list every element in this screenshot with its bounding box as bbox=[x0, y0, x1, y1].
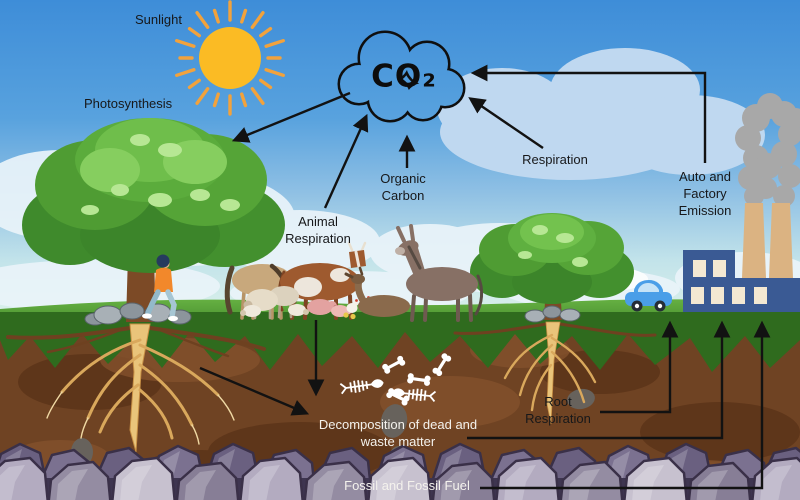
arrow-animal-respiration bbox=[323, 113, 369, 209]
rock-layer bbox=[0, 442, 800, 500]
goat-icon bbox=[344, 266, 410, 317]
sun-icon bbox=[175, 0, 285, 116]
left-tree bbox=[22, 118, 285, 326]
arrow-roots-decomposition bbox=[199, 366, 310, 416]
sheep-icon bbox=[240, 286, 309, 320]
tree-base-rocks bbox=[524, 305, 581, 323]
grass-underside bbox=[0, 312, 800, 372]
car-icon bbox=[625, 280, 672, 312]
smokestack-icon bbox=[742, 203, 793, 278]
arrow-auto-emission bbox=[470, 64, 707, 163]
arrows bbox=[199, 64, 771, 490]
right-tree bbox=[470, 213, 634, 323]
right-tree-roots bbox=[453, 321, 657, 425]
arrow-root-respiration bbox=[600, 320, 679, 414]
arrow-respiration bbox=[468, 97, 544, 149]
donkey-icon bbox=[395, 224, 484, 322]
farm-animals bbox=[224, 224, 484, 322]
arrow-photosynthesis bbox=[231, 91, 351, 143]
left-tree-roots bbox=[6, 323, 266, 453]
person-figure bbox=[142, 254, 178, 322]
factory-icon bbox=[683, 203, 800, 312]
arrow-fossil-factory bbox=[480, 320, 771, 490]
cloud-big-blue bbox=[437, 48, 765, 180]
arrow-decomposition-factory bbox=[467, 320, 731, 440]
smoke-icon bbox=[735, 93, 800, 207]
